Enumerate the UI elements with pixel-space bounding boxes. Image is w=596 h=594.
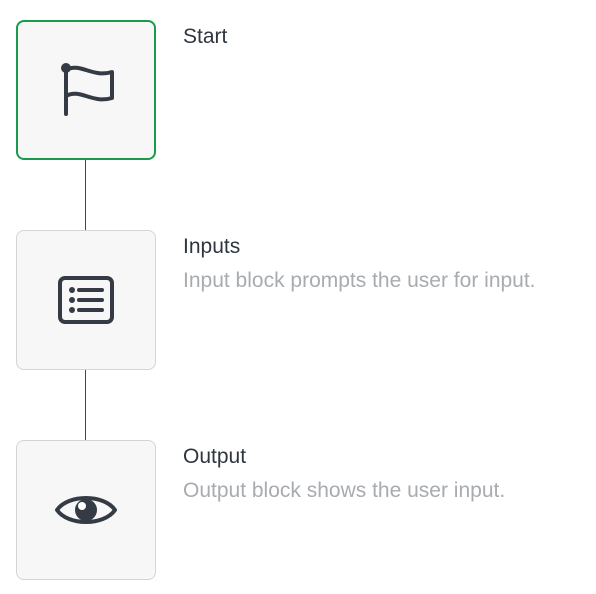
- output-block[interactable]: [16, 440, 156, 580]
- step-text: Start: [183, 24, 583, 50]
- step-text: Inputs Input block prompts the user for …: [183, 234, 583, 294]
- step-description: Input block prompts the user for input.: [183, 269, 536, 292]
- flow-step-output: Output Output block shows the user input…: [16, 440, 576, 580]
- step-text: Output Output block shows the user input…: [183, 444, 583, 504]
- step-title: Start: [183, 25, 228, 48]
- flow-step-inputs: Inputs Input block prompts the user for …: [16, 230, 576, 370]
- flag-icon: [61, 63, 114, 116]
- connector-line: [85, 160, 86, 230]
- eye-icon: [55, 496, 117, 524]
- flow-step-start: Start: [16, 20, 576, 160]
- step-title: Output: [183, 445, 247, 468]
- start-block[interactable]: [16, 20, 156, 160]
- step-description: Output block shows the user input.: [183, 479, 506, 502]
- list-icon: [58, 276, 114, 324]
- inputs-block[interactable]: [16, 230, 156, 370]
- connector-line: [85, 370, 86, 440]
- step-title: Inputs: [183, 235, 241, 258]
